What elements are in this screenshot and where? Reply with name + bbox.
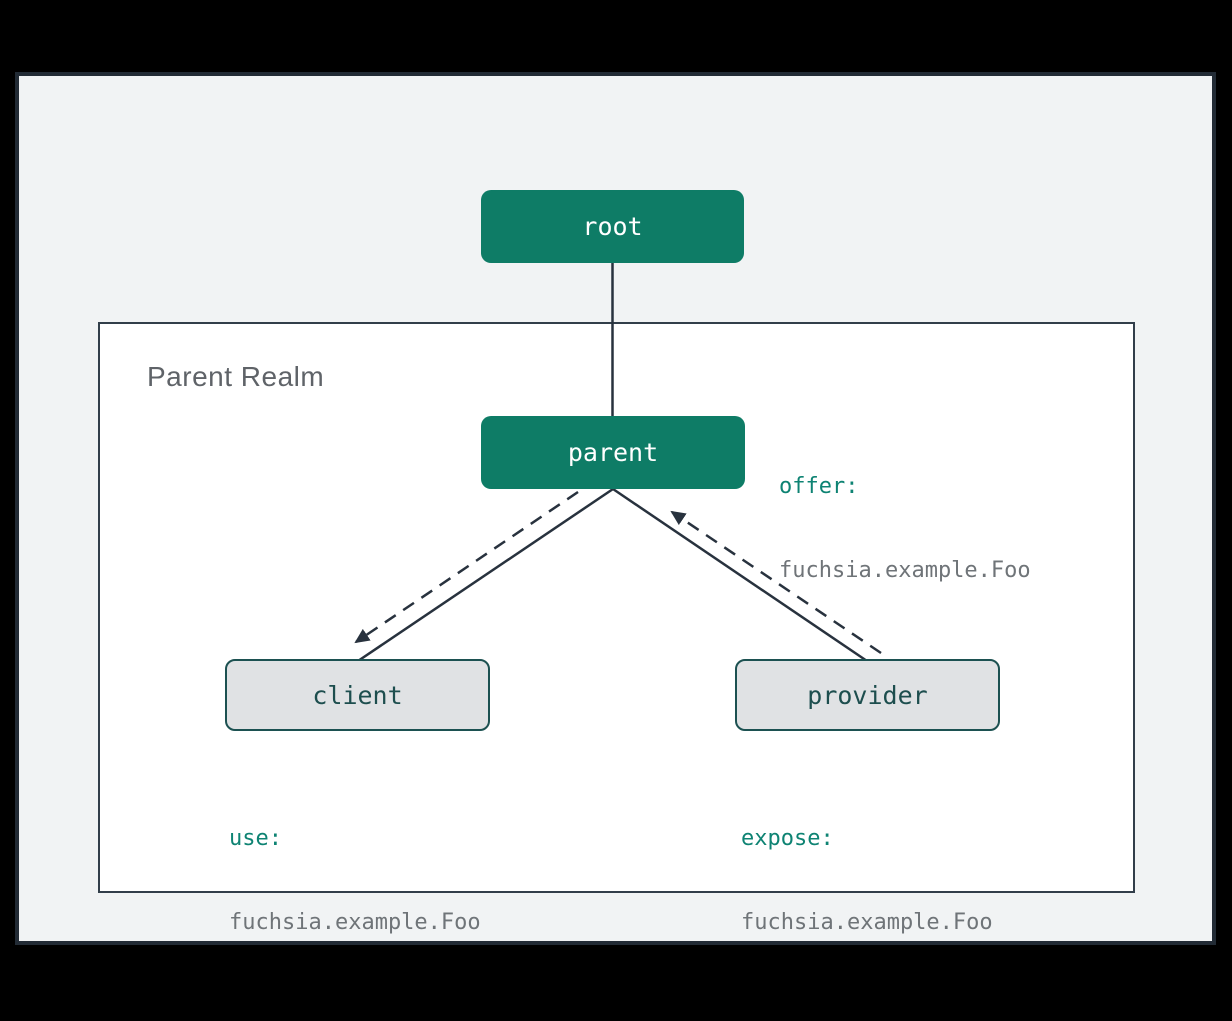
expose-keyword: expose:	[741, 826, 834, 851]
expose-value: fuchsia.example.Foo	[741, 910, 993, 935]
node-provider-label: provider	[807, 680, 928, 710]
annotation-use: use: fuchsia.example.Foo	[229, 769, 481, 965]
node-provider: provider	[735, 659, 1000, 731]
node-root-label: root	[582, 212, 643, 241]
use-keyword: use:	[229, 826, 282, 851]
annotation-offer: offer: fuchsia.example.Foo	[779, 417, 1031, 613]
node-parent: parent	[481, 416, 745, 489]
node-client: client	[225, 659, 490, 731]
node-root: root	[481, 190, 744, 263]
use-value: fuchsia.example.Foo	[229, 910, 481, 935]
offer-keyword: offer:	[779, 474, 859, 499]
offer-value: fuchsia.example.Foo	[779, 558, 1031, 583]
parent-realm-label: Parent Realm	[147, 361, 325, 392]
annotation-expose: expose: fuchsia.example.Foo	[741, 769, 993, 965]
node-client-label: client	[312, 680, 403, 710]
node-parent-label: parent	[567, 438, 659, 467]
